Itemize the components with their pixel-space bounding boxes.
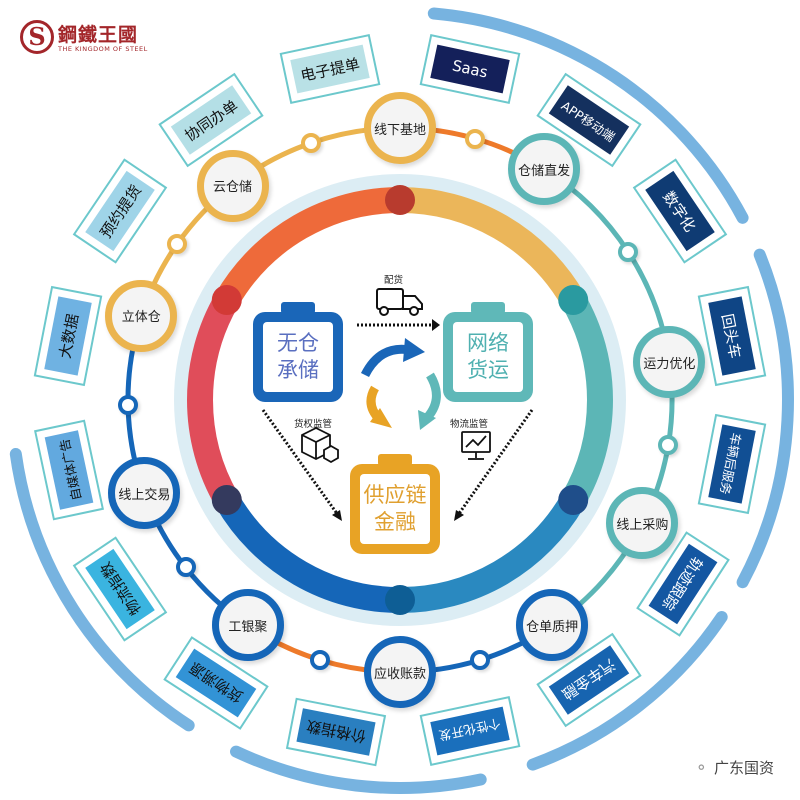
feature-tile-label: 价格指数	[295, 708, 376, 756]
feature-tile-label: 电子提单	[289, 45, 370, 94]
feature-tile-label: 个性化开发	[430, 706, 510, 755]
connector-dot	[175, 557, 196, 578]
inner-ring-dot	[385, 585, 415, 615]
connector-dot	[310, 650, 331, 671]
label-cargo-rights-supervision: 货权监管	[294, 419, 333, 430]
outer-arc	[427, 7, 749, 224]
card-no-warehouse-storage[interactable]: 无仓承储	[253, 302, 343, 402]
outer-arc	[230, 745, 487, 794]
service-node[interactable]: 云仓储	[196, 149, 269, 222]
inner-ring-segment	[187, 293, 239, 507]
feature-tile-label: 回头车	[708, 295, 756, 376]
inner-ring	[187, 187, 613, 613]
connector-dot	[118, 394, 139, 415]
feature-tile-label: 大数据	[44, 295, 92, 376]
service-node[interactable]: 工银聚	[211, 589, 284, 662]
label-logistics-supervision: 物流监管	[450, 419, 489, 430]
card-tab	[281, 302, 315, 314]
pale-ring	[174, 174, 626, 626]
service-node[interactable]: 线上采购	[606, 487, 679, 560]
inner-ring-segment	[215, 187, 401, 307]
inner-ring-segment	[399, 493, 585, 613]
service-node[interactable]: 线上交易	[108, 457, 181, 530]
inner-ring-segment	[399, 187, 585, 307]
cycle-arrows-icon	[360, 338, 441, 430]
inner-ring-segment	[215, 493, 401, 613]
outer-arc	[736, 248, 794, 589]
inner-ring-dot	[211, 485, 242, 515]
feature-tile-label: 自媒体广告	[45, 430, 94, 510]
inner-ring-dots	[211, 185, 589, 615]
arrow-cargo-rights	[261, 409, 340, 516]
label-distribution: 配货	[384, 275, 404, 286]
arrow-logistics	[456, 409, 534, 516]
boxes-icon	[301, 426, 339, 464]
inner-ring-dot	[558, 285, 589, 315]
watermark-text: 广东国资	[713, 759, 774, 777]
outer-arc	[9, 448, 195, 732]
service-node[interactable]: 仓储直发	[508, 133, 581, 206]
connector-dot	[618, 241, 639, 262]
service-node[interactable]: 线下基地	[364, 92, 436, 164]
card-tab	[378, 454, 412, 466]
card-tab	[471, 302, 505, 314]
connector-dot	[658, 434, 679, 455]
outer-arc	[526, 611, 728, 771]
connector-dot	[464, 128, 485, 149]
logo-s-icon: S	[20, 20, 54, 54]
wechat-icon: ⚬	[694, 758, 708, 777]
service-node[interactable]: 立体仓	[105, 279, 178, 352]
watermark: ⚬ 广东国资	[695, 757, 774, 778]
logo-name-en: THE KINGDOM OF STEEL	[58, 45, 148, 53]
dotted-arrows	[261, 323, 534, 516]
card-supply-chain-finance[interactable]: 供应链金融	[350, 454, 440, 554]
service-node[interactable]: 运力优化	[633, 326, 706, 399]
service-node[interactable]: 应收账款	[364, 636, 436, 708]
card-label: 供应链金融	[360, 474, 430, 544]
logo-name-cn: 鋼鐵王國	[58, 24, 139, 46]
inner-ring-segment	[561, 293, 613, 507]
inner-ring-dot	[385, 185, 415, 215]
feature-tile-label: 车辆后服务	[708, 424, 756, 505]
card-label: 无仓承储	[263, 322, 333, 392]
service-node[interactable]: 仓单质押	[516, 589, 589, 662]
card-network-freight[interactable]: 网络货运	[443, 302, 533, 402]
card-label: 网络货运	[453, 322, 523, 392]
arrow-heads	[332, 319, 464, 521]
logo: S 鋼鐵王國 THE KINGDOM OF STEEL	[20, 20, 150, 56]
connector-dot	[301, 132, 322, 153]
inner-ring-dot	[211, 285, 242, 315]
truck-icon	[376, 288, 423, 316]
monitor-chart-icon	[461, 431, 491, 460]
outer-arcs	[9, 7, 794, 794]
connector-dot	[469, 650, 490, 671]
inner-ring-dot	[558, 485, 589, 515]
connector-dot	[167, 233, 188, 254]
feature-tile-label: Saas	[430, 45, 510, 94]
